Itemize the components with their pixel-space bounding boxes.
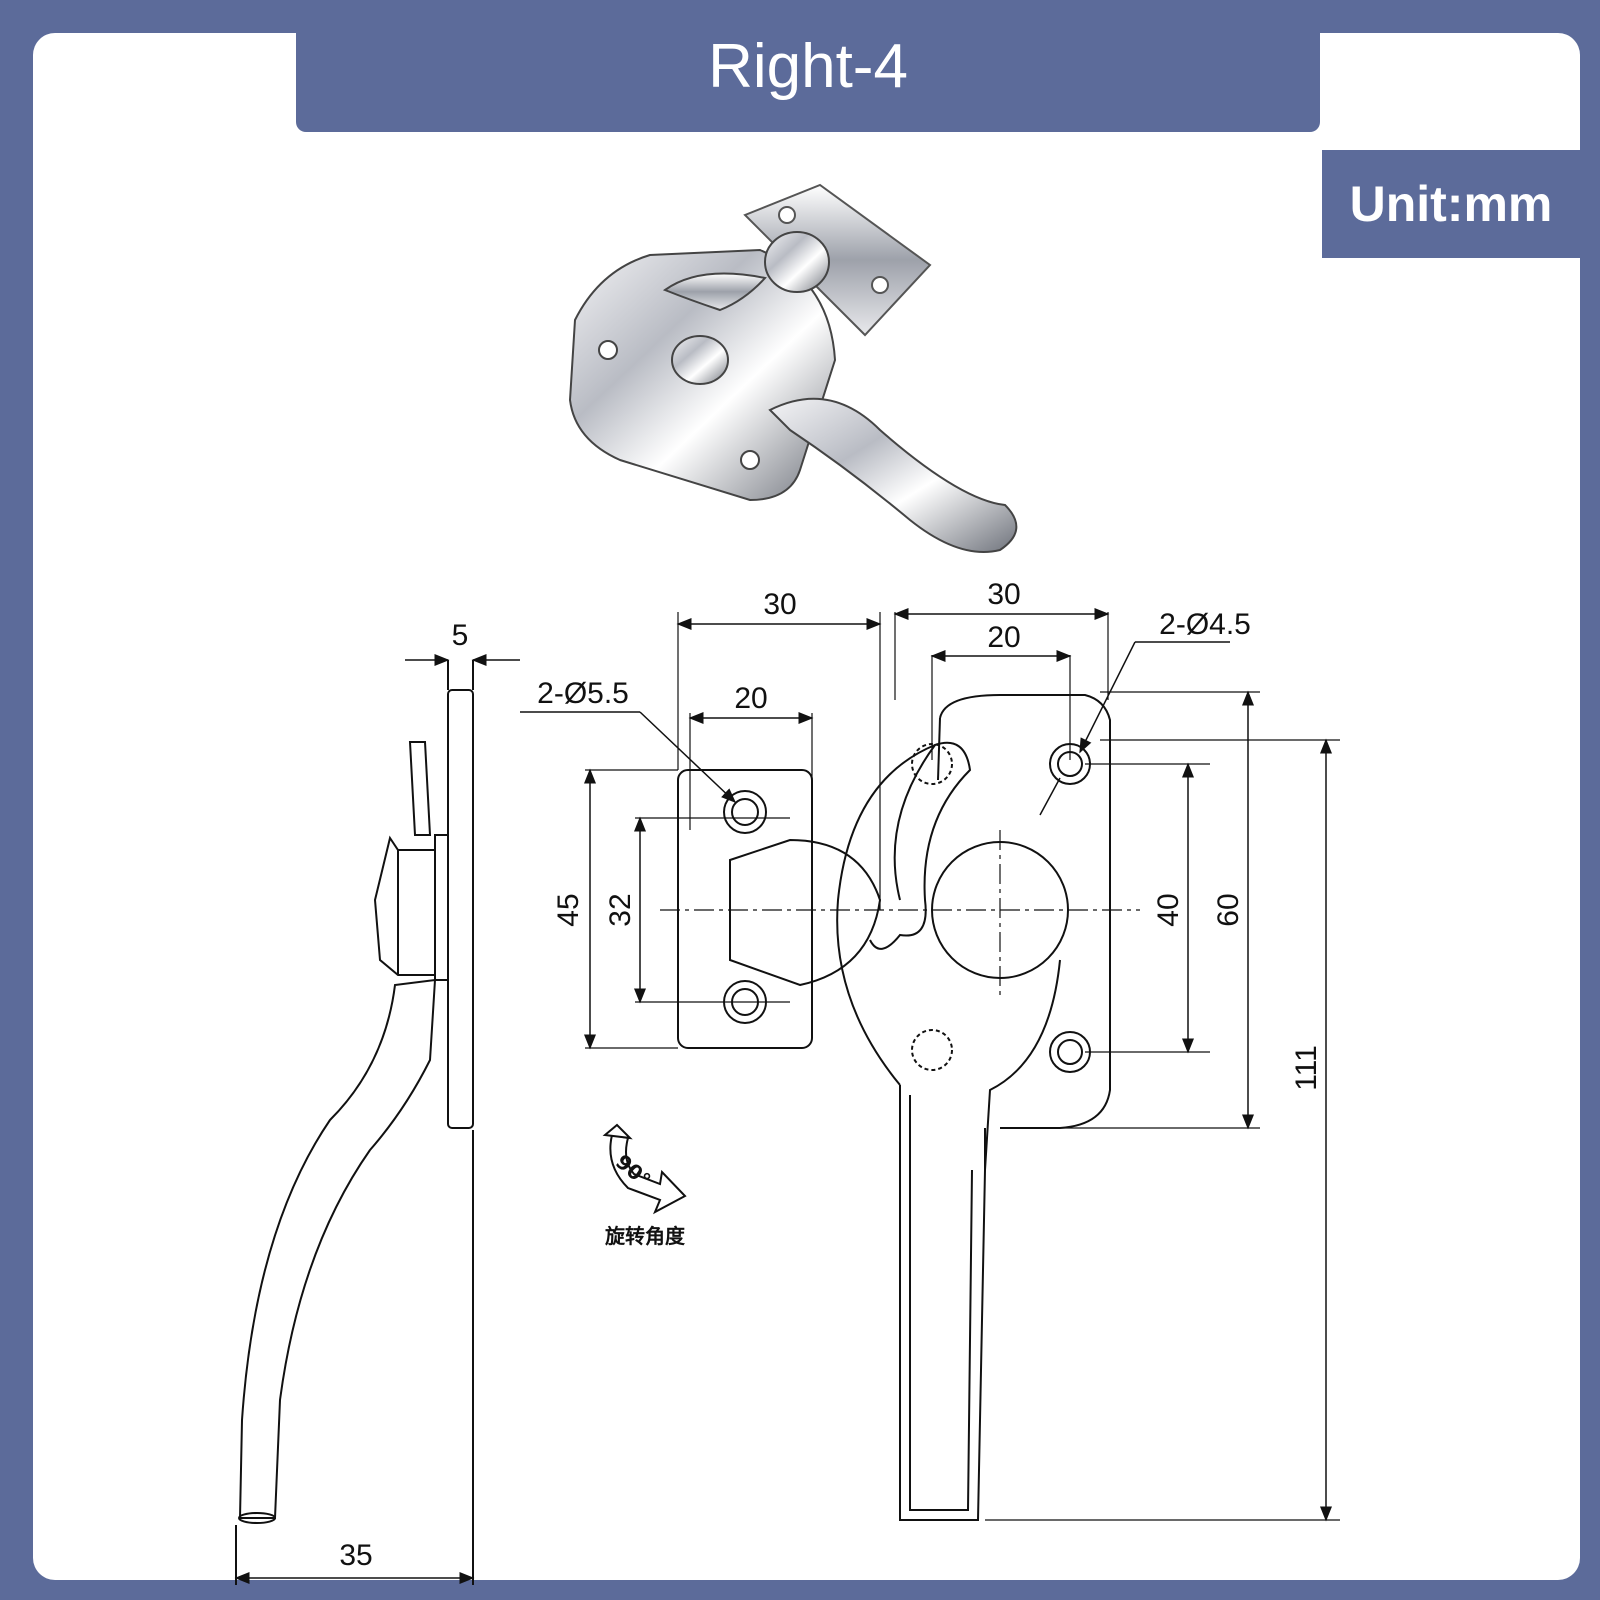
product-photo — [568, 183, 1018, 553]
dim-keeper-hole-spacing: 20 — [734, 682, 767, 715]
hidden-hole-bottom — [911, 1029, 953, 1071]
side-handle — [238, 978, 437, 1519]
dim-keeper-width: 30 — [763, 588, 796, 621]
product-title: Right-4 — [708, 31, 908, 101]
keeper-hole-top — [723, 790, 767, 834]
dim-keeper-hole-vertical: 32 — [604, 893, 637, 926]
front-handle — [899, 1085, 986, 1521]
keeper-catch — [729, 838, 882, 987]
rotation-caption: 旋转角度 — [604, 1224, 686, 1248]
front-view — [585, 612, 1340, 1521]
dim-base-height: 60 — [1212, 893, 1245, 926]
side-knob — [373, 835, 436, 976]
unit-badge: Unit:mm — [1322, 150, 1580, 258]
dim-base-width: 30 — [987, 578, 1020, 611]
latch-hook — [869, 741, 972, 950]
dim-total-height: 111 — [1290, 1045, 1323, 1091]
side-base-plate — [447, 689, 474, 1129]
title-banner: Right-4 — [296, 0, 1320, 132]
keeper-plate — [677, 769, 813, 1049]
dim-thickness: 5 — [452, 619, 469, 652]
unit-label: Unit:mm — [1349, 176, 1553, 232]
front-dimensions — [520, 608, 1332, 1522]
side-hook — [408, 741, 432, 836]
dim-keeper-height: 45 — [552, 893, 585, 926]
latch-body-outline — [836, 744, 936, 1086]
dim-base-holes: 2-Ø4.5 — [1159, 608, 1251, 641]
side-view — [235, 660, 474, 1585]
dim-depth: 35 — [339, 1539, 372, 1572]
side-dimensions — [234, 654, 520, 1584]
base-hole-bottom — [1049, 1031, 1091, 1073]
dim-base-hole-vertical: 40 — [1152, 893, 1185, 926]
side-spacer — [434, 834, 449, 981]
dim-base-hole-spacing: 20 — [987, 621, 1020, 654]
dim-keeper-holes: 2-Ø5.5 — [537, 677, 629, 710]
rotation-arrow-icon — [602, 1123, 687, 1215]
